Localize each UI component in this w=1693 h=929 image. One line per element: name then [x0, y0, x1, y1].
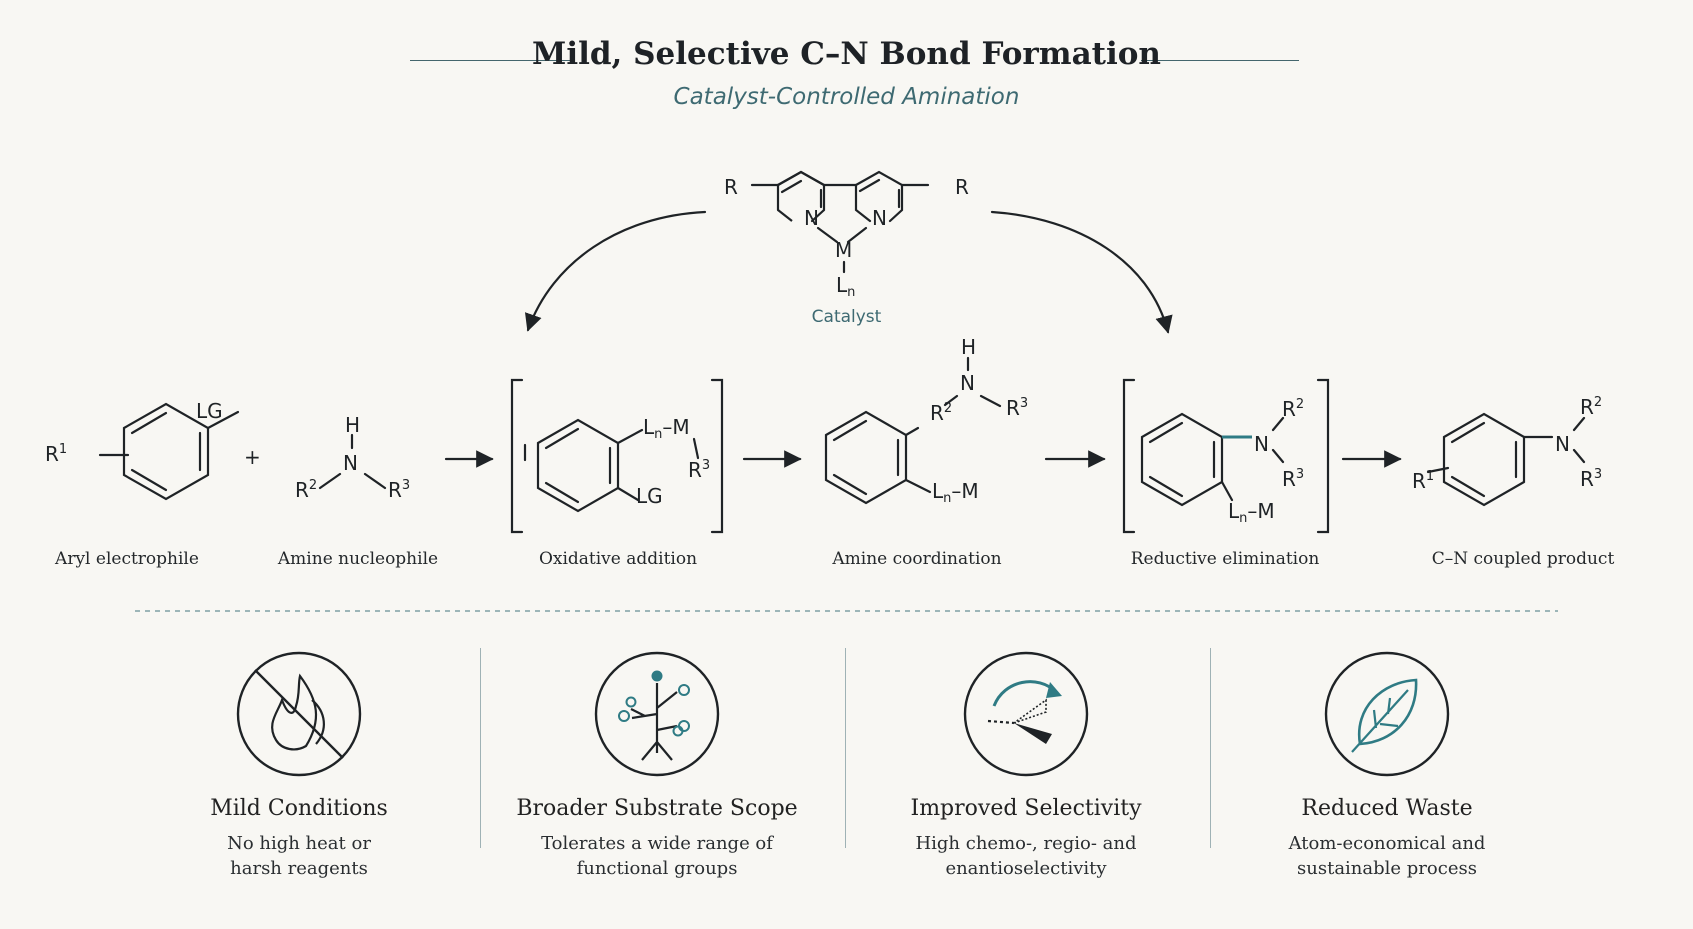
aryl-r1: R1	[45, 442, 67, 466]
caption-reductive-elimination: Reductive elimination	[1130, 549, 1320, 569]
product-n: N	[1555, 432, 1570, 456]
ac-n: N	[960, 371, 975, 395]
oxidative-addition-structure: Ln–M R3 LG	[510, 378, 724, 534]
re-ligand-metal: Ln–M	[1228, 499, 1275, 526]
amine-r3: R3	[388, 478, 410, 502]
caption-product: C–N coupled product	[1431, 549, 1615, 569]
catalyst-n-right: N	[872, 206, 887, 230]
catalyst-structure: R R N N M Ln	[724, 170, 969, 300]
title-rule-left	[410, 60, 572, 61]
amine-nucleophile-structure: H N R2 R3	[295, 413, 410, 502]
plus-sign: +	[244, 445, 261, 469]
catalyst-n-left: N	[804, 206, 819, 230]
catalyst-ligand: Ln	[836, 273, 855, 300]
benefit-title-selectivity: Improved Selectivity	[910, 796, 1142, 821]
catalyst-label: Catalyst	[811, 307, 882, 327]
amine-coordination-structure: H N R2 R3 Ln–M	[824, 335, 1028, 506]
benefit-title-scope: Broader Substrate Scope	[516, 796, 798, 821]
catalyst-metal: M	[835, 238, 852, 262]
product-structure: N R2 R3 R1	[1412, 395, 1602, 507]
aryl-electrophile-structure: LG R1	[45, 399, 240, 501]
reductive-elimination-structure: N R2 R3 Ln–M	[1122, 378, 1330, 534]
catalyst-r-left: R	[724, 175, 738, 199]
product-r2: R2	[1580, 395, 1602, 419]
oa-lg: LG	[636, 484, 663, 508]
leaf-icon	[1324, 651, 1450, 777]
caption-amine-coordination: Amine coordination	[832, 549, 1002, 569]
re-r2: R2	[1282, 397, 1304, 421]
caption-amine-nucleophile: Amine nucleophile	[277, 549, 439, 569]
amine-r2: R2	[295, 478, 317, 502]
amine-n: N	[343, 451, 358, 475]
page-title: Mild, Selective C–N Bond Formation	[532, 36, 1161, 72]
curve-arrow-left	[524, 210, 707, 332]
ac-h: H	[961, 335, 976, 359]
page-subtitle: Catalyst-Controlled Amination	[673, 84, 1020, 110]
benefit-separator-3	[1210, 648, 1211, 848]
product-r3: R3	[1580, 467, 1602, 491]
benefit-title-mild: Mild Conditions	[210, 796, 388, 821]
aryl-lg: LG	[196, 399, 223, 423]
re-n: N	[1254, 432, 1269, 456]
no-flame-icon	[236, 651, 362, 777]
curve-arrow-right	[990, 210, 1173, 334]
ac-r3: R3	[1006, 396, 1028, 420]
benefit-separator-2	[845, 648, 846, 848]
product-r1: R1	[1412, 469, 1434, 493]
re-r3: R3	[1282, 467, 1304, 491]
amine-h: H	[345, 413, 360, 437]
oa-r3: R3	[688, 458, 710, 482]
ac-r2: R2	[930, 401, 952, 425]
branch-network-icon	[594, 651, 720, 777]
caption-aryl-electrophile: Aryl electrophile	[55, 549, 199, 569]
benefit-separator-1	[480, 648, 481, 848]
ac-ligand-metal: Ln–M	[932, 479, 979, 506]
title-rule-right	[1141, 60, 1299, 61]
stereo-arrow-icon	[963, 651, 1089, 777]
catalyst-r-right: R	[955, 175, 969, 199]
oa-ligand-metal: Ln–M	[643, 415, 690, 442]
caption-oxidative-addition: Oxidative addition	[538, 549, 698, 569]
benefit-title-waste: Reduced Waste	[1301, 796, 1473, 821]
